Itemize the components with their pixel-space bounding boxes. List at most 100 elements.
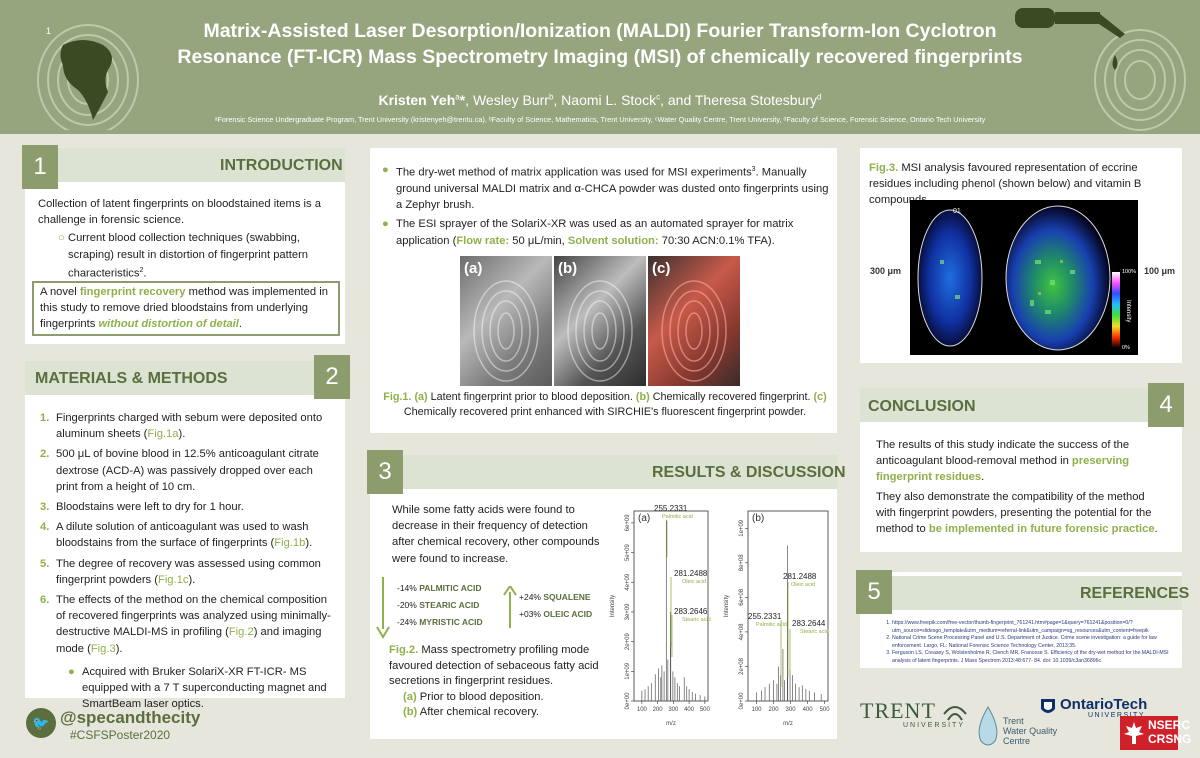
box-text-c: method was implemented in this study to … — [40, 286, 328, 331]
intro-text: Collection of latent fingerprints on blo… — [38, 196, 338, 282]
bullet-text-end: . Manually ground universal MALDI matrix… — [396, 166, 829, 212]
pct: -20% — [397, 600, 417, 610]
y-tick-label: 5e+09 — [625, 543, 631, 561]
fig1-label-c: (c) — [652, 260, 671, 277]
ontariotech-shield-icon — [1041, 699, 1055, 713]
x-tick-label: 200 — [769, 707, 780, 713]
item-number: 1. — [40, 412, 50, 424]
method-item: 4.A dilute solution of anticoagulant was… — [40, 519, 335, 551]
conclusion-text: The results of this study indicate the s… — [876, 437, 1166, 537]
matrix-bullet-1: ● The dry-wet method of matrix applicatio… — [382, 162, 830, 213]
x-tick-label: 300 — [668, 707, 679, 713]
method-item: 3.Bloodstains were left to dry for 1 hou… — [40, 499, 335, 515]
bullet-icon: ● — [382, 164, 389, 176]
bullet-text: The dry-wet method of matrix application… — [396, 166, 752, 179]
box-text-e: . — [238, 318, 243, 331]
fig-ref: Fig.3 — [90, 642, 116, 655]
item-text-end: ). — [305, 537, 313, 550]
pct: +03% — [519, 609, 541, 619]
cap-a-text: Latent fingerprint prior to blood deposi… — [427, 391, 636, 403]
increase-item: +03% OLEIC ACID — [519, 606, 592, 623]
arrow-up-icon — [503, 586, 517, 628]
sub-bullet-icon: ● — [68, 666, 75, 678]
references-list: https://www.freepik.com/free-vector/thum… — [884, 620, 1172, 665]
intro-number: 1 — [22, 145, 58, 189]
results-paragraph: While some fatty acids were found to dec… — [392, 504, 600, 565]
fig-ref: Fig.2 — [228, 626, 254, 639]
annotation-name: Palmitic acid — [662, 514, 693, 520]
y-tick-label: 0e+00 — [625, 692, 631, 710]
y-tick-label: 4e+09 — [625, 573, 631, 591]
intro-bullet-text: Current blood collection techniques (swa… — [68, 232, 309, 280]
y-tick-label: 6e+09 — [625, 514, 631, 532]
conclusion-p1: The results of this study indicate the s… — [876, 437, 1166, 486]
intro-bullet-end: . — [143, 267, 147, 280]
twitter-icon[interactable]: 🐦 — [26, 708, 56, 738]
increase-item: +24% SQUALENE — [519, 589, 592, 606]
annotation-mz: 283.2646 — [674, 607, 708, 616]
chart-title: (b) — [752, 513, 764, 524]
fig3-text: MSI analysis favoured representation of … — [869, 162, 1142, 207]
item-number: 6. — [40, 594, 50, 607]
item-text-end: ). — [178, 428, 186, 441]
sub-label: (b) — [403, 706, 418, 718]
wqc-1: Trent — [1003, 716, 1024, 726]
trent-crest-icon — [943, 706, 967, 721]
references-heading: REFERENCES — [1080, 585, 1190, 602]
fig2-sub-a: (a) Prior to blood deposition. — [389, 690, 601, 706]
x-tick-label: 500 — [700, 707, 711, 713]
fig-ref: Fig.1b — [274, 537, 306, 550]
author-4-sup: d — [817, 92, 822, 102]
p1-text: The results of this study indicate the s… — [876, 439, 1130, 468]
annotation-mz: 283.2644 — [792, 619, 826, 628]
compound: MYRISTIC ACID — [419, 617, 483, 627]
chart-title: (a) — [638, 513, 650, 524]
item-number: 4. — [40, 521, 50, 534]
annotation-mz: 281.2488 — [674, 569, 708, 578]
x-tick-label: 200 — [653, 707, 664, 713]
cap-b: (b) — [635, 391, 650, 403]
twitter-handle[interactable]: @specandthecity — [60, 708, 201, 727]
nserc-1: NSERC — [1148, 718, 1191, 732]
wqc-2: Water Quality — [1003, 726, 1058, 736]
param-label: Solvent solution: — [567, 234, 659, 247]
methods-sub-bullet: Acquired with Bruker SolariX-XR FT-ICR- … — [82, 664, 342, 713]
fig1-label-b: (b) — [558, 260, 578, 277]
x-tick-label: 300 — [786, 707, 797, 713]
fig-ref: Fig.1c — [157, 573, 189, 586]
author-1: Kristen Yeh — [378, 92, 456, 108]
decrease-item: -24% MYRISTIC ACID — [397, 614, 483, 631]
results-bar — [370, 455, 837, 489]
sub-label: (a) — [403, 690, 417, 703]
author-list: Kristen Yeha*, Wesley Burrb, Naomi L. St… — [150, 92, 1050, 108]
conclusion-p2: They also demonstrate the compatibility … — [876, 489, 1166, 538]
p1-end: . — [981, 471, 985, 484]
colorbar-bottom: 0% — [1122, 345, 1130, 351]
param-label: Flow rate: — [456, 234, 510, 247]
bullet-text: The ESI sprayer of the SolariX-XR was us… — [396, 218, 794, 247]
compound: SQUALENE — [543, 592, 591, 602]
reference-item[interactable]: https://www.freepik.com/free-vector/thum… — [892, 620, 1172, 635]
item-text: 500 μL of bovine blood in 12.5% anticoag… — [56, 448, 319, 493]
method-item: 5.The degree of recovery was assessed us… — [40, 556, 335, 588]
p2-end: . — [1154, 523, 1158, 536]
ontariotech-sub: UNIVERSITY — [1088, 712, 1146, 719]
y-tick-label: 4e+08 — [739, 623, 745, 641]
results-heading: RESULTS & DISCUSSION — [652, 464, 846, 481]
author-3: , Naomi L. Stock — [553, 92, 657, 108]
compound: PALMITIC ACID — [419, 583, 482, 593]
y-axis-label: Intensity — [610, 595, 616, 617]
y-tick-label: 8e+08 — [739, 554, 745, 572]
bullet-icon: ● — [382, 218, 389, 231]
item-text-end: ). — [188, 573, 196, 586]
intro-bullet-sup: 2 — [139, 266, 144, 274]
header-banner — [0, 0, 1200, 134]
dropper-fingerprint-icon — [1015, 8, 1186, 131]
conclusion-bar — [860, 388, 1182, 422]
item-number: 3. — [40, 501, 50, 514]
maple-leaf-icon — [1124, 722, 1144, 744]
title-line-2: Resonance (FT-ICR) Mass Spectrometry Ima… — [177, 46, 1023, 68]
